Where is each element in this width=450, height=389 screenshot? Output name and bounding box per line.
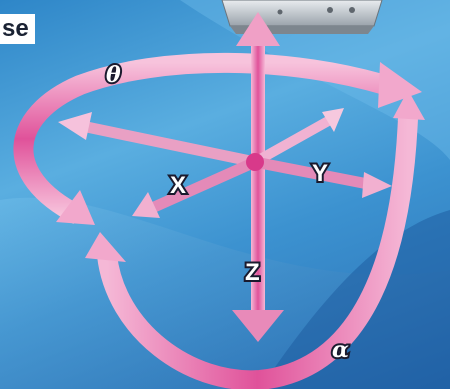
alpha-label: α [332, 337, 349, 363]
x-axis-arrow [132, 162, 255, 218]
x-label: X [170, 172, 186, 199]
y-label: Y [312, 160, 328, 187]
axes-origin [246, 153, 264, 171]
left-up-arrow [58, 112, 255, 162]
theta-rotation-arrow [23, 62, 422, 225]
z-label: Z [245, 259, 260, 286]
right-up-arrow [255, 108, 344, 162]
gripper-device-icon [222, 0, 382, 34]
theta-label: θ [106, 62, 121, 88]
